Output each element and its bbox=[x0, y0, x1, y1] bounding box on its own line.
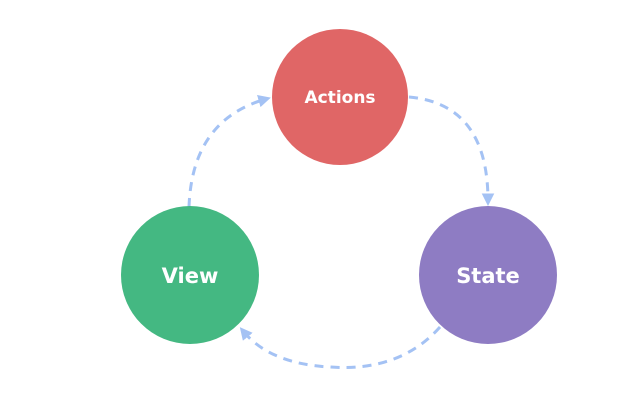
node-state-circle bbox=[419, 206, 557, 344]
edge-view-to-actions bbox=[187, 95, 271, 208]
node-state-label: State bbox=[456, 264, 520, 288]
node-actions: Actions bbox=[272, 29, 408, 165]
node-view: View bbox=[121, 206, 259, 344]
node-actions-label: Actions bbox=[304, 88, 375, 108]
node-actions-circle bbox=[272, 29, 408, 165]
node-view-circle bbox=[121, 206, 259, 344]
edge-state-to-view bbox=[239, 326, 442, 369]
node-view-label: View bbox=[162, 264, 219, 288]
edge-actions-to-state bbox=[408, 95, 495, 207]
node-state: State bbox=[419, 206, 557, 344]
